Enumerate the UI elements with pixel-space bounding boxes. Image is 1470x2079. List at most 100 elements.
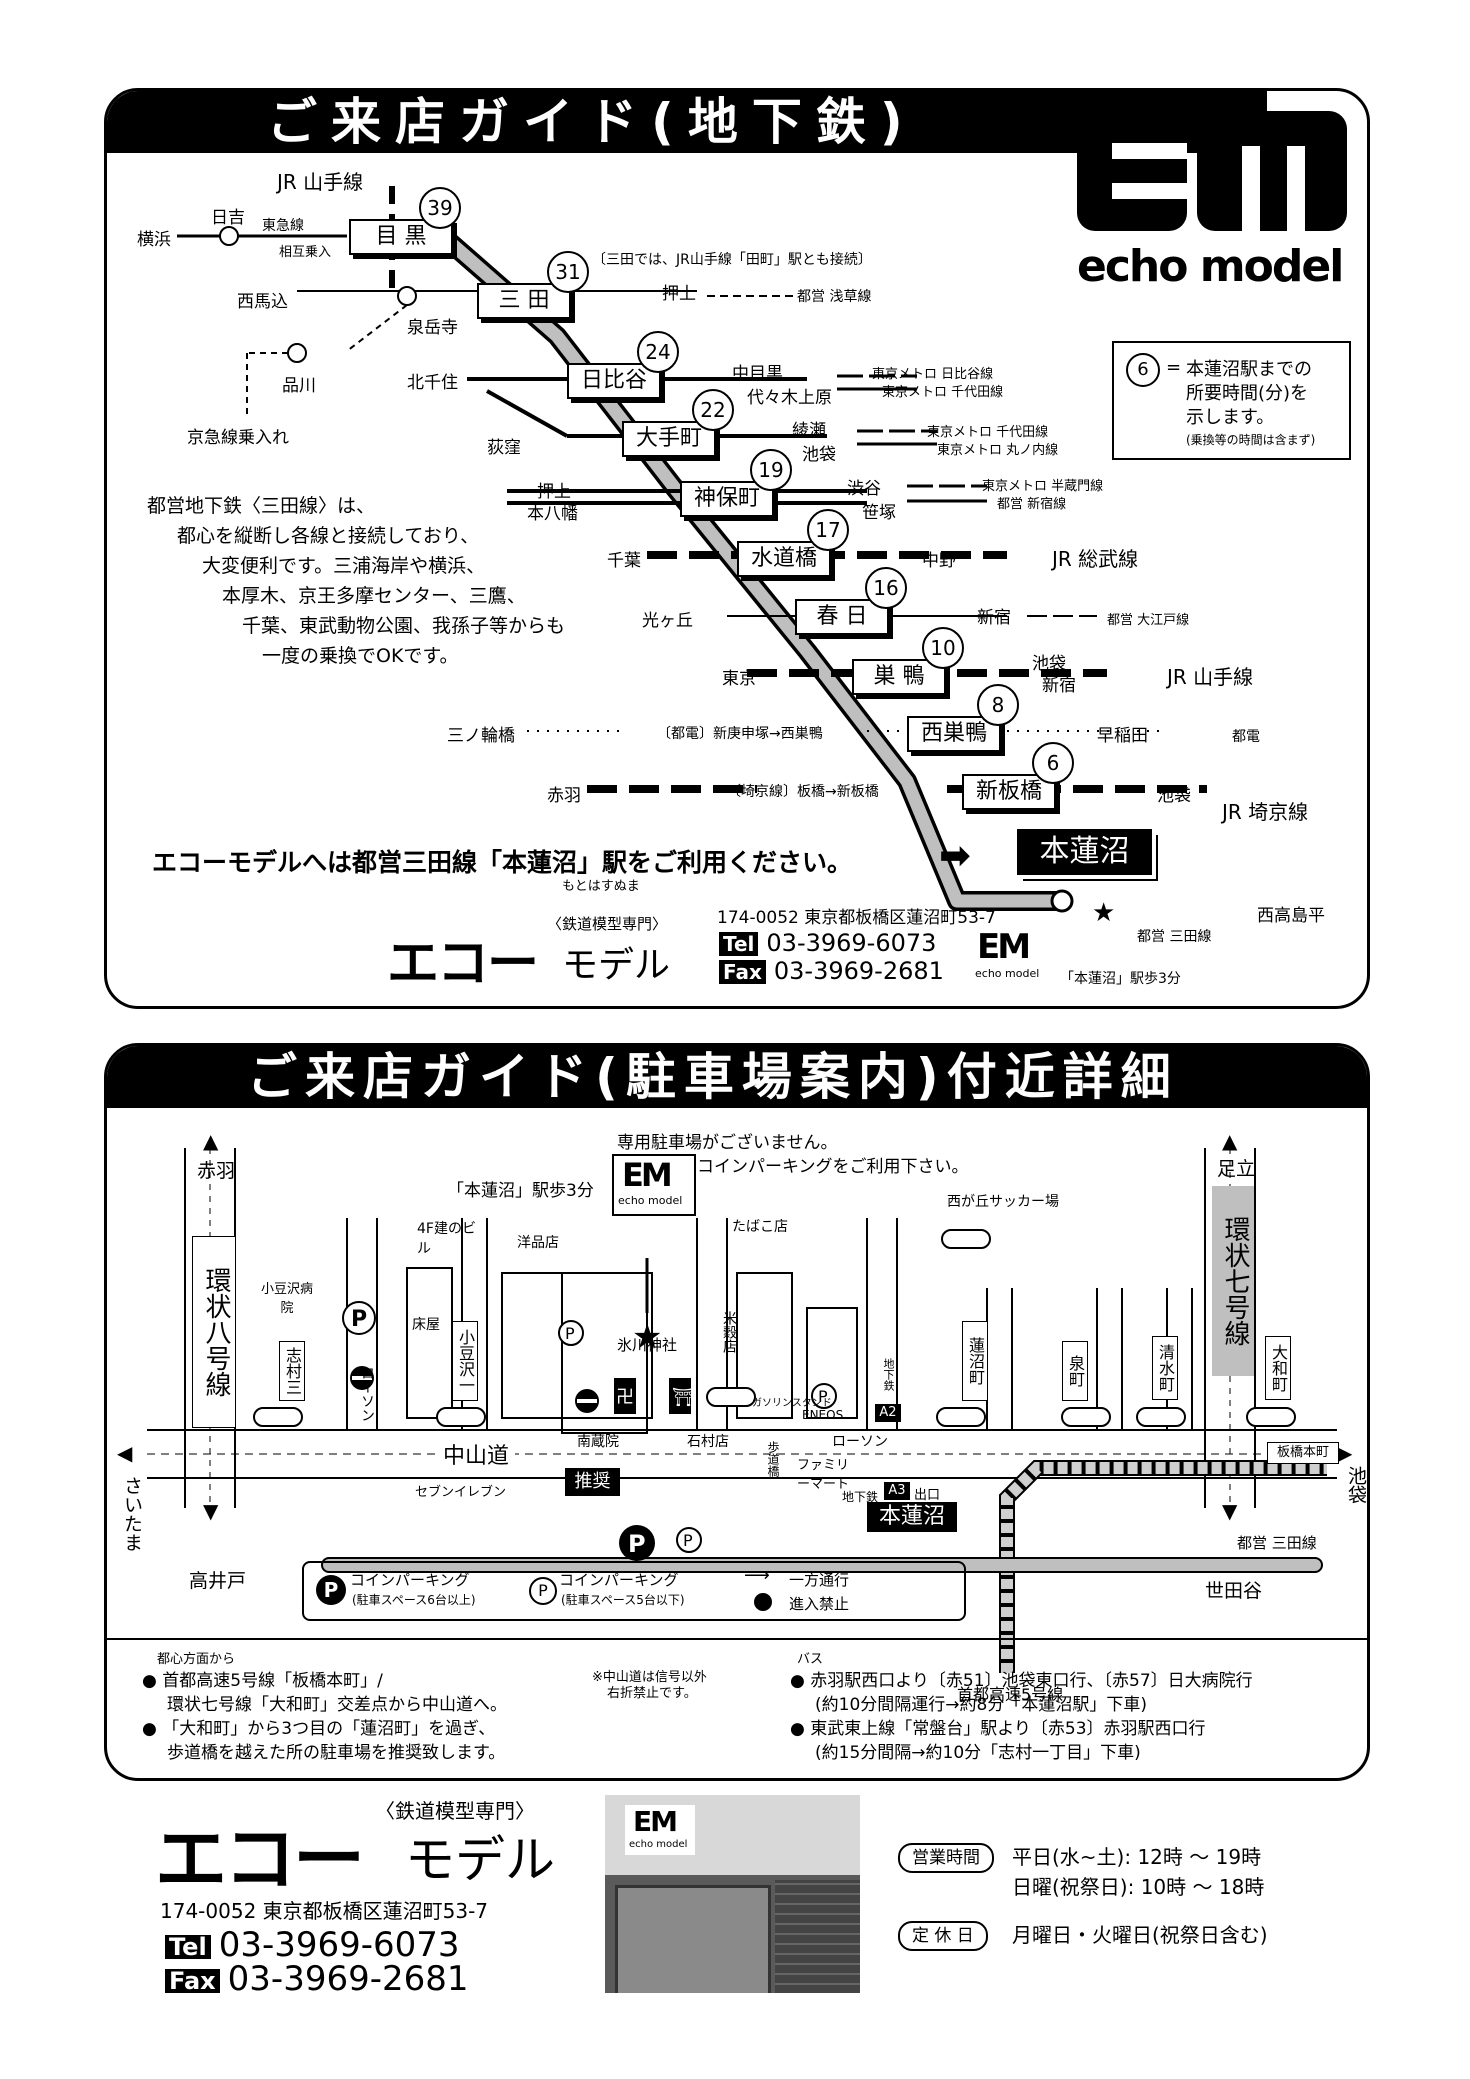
desc-line: 都心を縦断し各線と接続しており、	[177, 525, 480, 547]
legend-coin-big-icon: P	[316, 1575, 346, 1605]
em-logo-sub: echo model	[1077, 241, 1344, 292]
minutes-shinitabashi: 6	[1032, 742, 1074, 784]
hours-label: 営業時間	[898, 1843, 994, 1873]
label-tokyu: 東急線	[262, 218, 304, 234]
label-toden-note: 〔都電〕新庚申塚→西巣鴨	[657, 726, 823, 742]
label-ikebukuro1: 池袋	[802, 445, 836, 465]
minutes-otemachi: 22	[692, 389, 734, 431]
signal-hasunuma: 蓮沼町	[962, 1321, 988, 1401]
shop-sign-em: EM	[633, 1805, 678, 1838]
label-jr-saikyo: JR 埼京線	[1222, 800, 1309, 824]
closed-label: 定 休 日	[898, 1921, 988, 1951]
access-car-4: 歩道橋を越えた所の駐車場を推奨致します。	[167, 1743, 506, 1763]
dir-saitama: さいたま	[121, 1476, 143, 1552]
svg-text:▶: ▶	[1337, 1441, 1353, 1465]
label-jr-yamanote-top: JR 山手線	[277, 170, 364, 194]
guide-text: エコーモデルへは都営三田線「本蓮沼」駅をご利用ください。	[152, 848, 853, 877]
subway-guide-title: ご来店ガイド(地下鉄)	[107, 91, 1267, 153]
label-shinjuku: 新宿	[977, 608, 1011, 628]
signal-izumi: 泉町	[1062, 1341, 1088, 1401]
legend-line3: 示します。	[1186, 407, 1275, 428]
svg-text:◀: ◀	[117, 1441, 133, 1465]
label-toei-asakusa: 都営 浅草線	[797, 289, 872, 305]
recommend-badge: 推奨	[565, 1468, 620, 1496]
guide-ruby: もとはすぬま	[562, 879, 640, 894]
fax-number: 03-3969-2681	[773, 957, 944, 985]
minutes-hibiya: 24	[637, 331, 679, 373]
svg-text:★: ★	[632, 1317, 662, 1357]
place-toei-mita: 都営 三田線	[1237, 1534, 1317, 1552]
label-yoyogiuehara: 代々木上原	[747, 388, 832, 408]
minutes-jimbocho: 19	[750, 449, 792, 491]
svg-text:P: P	[565, 1324, 575, 1343]
place-beikoku: 米穀店	[721, 1311, 737, 1353]
label-toei-oedo: 都営 大江戸線	[1107, 613, 1190, 628]
label-toei-mita: 都営 三田線	[1137, 929, 1212, 945]
place-kozawa: 小豆沢病院	[260, 1282, 313, 1316]
hours-holiday: 日曜(祝祭日): 10時 〜 18時	[1012, 1875, 1265, 1899]
label-hiyoshi: 日吉	[211, 208, 245, 228]
svg-text:P: P	[351, 1307, 367, 1332]
label-minowabashi: 三ノ輪橋	[447, 726, 515, 746]
minutes-nishisugamo: 8	[977, 684, 1019, 726]
minutes-sugamo: 10	[922, 627, 964, 669]
shop-sign-text: echo model	[629, 1839, 688, 1850]
label-toei-shinjuku: 都営 新宿線	[997, 497, 1067, 512]
place-chika-a2: 地下鉄	[882, 1358, 895, 1391]
legend-oneway-icon: ⟶	[744, 1565, 770, 1586]
street-map: ▲ ▲ ◀ ▶ ▼ ▼ ★ P P P P	[117, 1129, 1353, 1673]
label-jr-yamanote: JR 山手線	[1167, 665, 1254, 689]
road-kanpachi: 環状八号線	[192, 1236, 236, 1428]
coin-parking-notice: コインパーキングをご利用下さい。	[697, 1157, 969, 1177]
place-gas: ガソリンスタンド	[752, 1398, 832, 1409]
desc-line: 都営地下鉄〈三田線〉は、	[147, 495, 376, 517]
place-chika-a3: 地下鉄	[842, 1490, 879, 1504]
signal-shimura3: 志村三	[279, 1341, 305, 1401]
label-tokyu-sub: 相互乗入	[279, 245, 332, 260]
label-saikyo-note: 〔埼京線〕板橋→新板橋	[727, 784, 879, 800]
dir-akabane: 赤羽	[197, 1160, 236, 1182]
bus-2: (約10分間隔運行→約8分「本蓮沼駅」下車)	[815, 1695, 1147, 1715]
legend-noentry-icon	[754, 1593, 772, 1611]
label-nishimagome: 西馬込	[237, 292, 288, 312]
place-lawson2: ローソン	[832, 1434, 888, 1450]
label-ogikubo: 荻窪	[487, 438, 521, 458]
walk-time: 「本蓮沼」駅歩3分	[1060, 971, 1181, 987]
place-yonkai: 4F建のビル	[417, 1221, 476, 1257]
svg-text:P: P	[628, 1530, 646, 1558]
bus-1: ● 赤羽駅西口より〔赤51〕池袋東口行、〔赤57〕日大病院行	[790, 1671, 1253, 1691]
place-yohin: 洋品店	[517, 1235, 559, 1251]
label-waseda: 早稲田	[1097, 726, 1148, 746]
em-mini-text: EM	[977, 927, 1031, 967]
store-address: 174-0052 東京都板橋区蓮沼町53-7	[717, 908, 996, 928]
dir-adachi: 足立	[1217, 1158, 1256, 1180]
label-nakano: 中野	[922, 551, 956, 571]
label-ikebukuro3: 池袋	[1157, 786, 1191, 806]
label-shinjuku2: 新宿	[1042, 676, 1076, 696]
access-car-3: ● 「大和町」から3つ目の「蓮沼町」を過ぎ、	[142, 1719, 496, 1739]
legend-coin-small: コインパーキング	[559, 1571, 679, 1589]
legend-coin-small-sub: (駐車スペース5台以下)	[561, 1593, 685, 1607]
store-logo-sub: 〈鉄道模型専門〉	[547, 915, 668, 933]
legend-eq: =	[1166, 357, 1182, 378]
legend-coin-big: コインパーキング	[350, 1571, 470, 1589]
minutes-legend: 6 = 本蓮沼駅までの 所要時間(分)を 示します。 (乗換等の時間は含まず)	[1112, 341, 1351, 460]
fax-label: Fax	[719, 960, 766, 984]
place-hodokyo: 歩道橋	[766, 1441, 780, 1477]
place-hikawa: 氷川神社	[617, 1336, 678, 1354]
footer-tel-label: Tel	[165, 1934, 211, 1959]
bus-4: (約15分間隔→約10分「志村一丁目」下車)	[815, 1743, 1141, 1763]
signal-azusawa1: 小豆沢一	[452, 1321, 478, 1401]
label-akabane: 赤羽	[547, 786, 581, 806]
place-family: ファミリーマート	[797, 1458, 850, 1492]
access-car-head: 都心方面から	[157, 1652, 236, 1667]
label-tokyo: 東京	[722, 669, 756, 689]
footer: 〈鉄道模型専門〉 エコー モデル 174-0052 東京都板橋区蓮沼町53-7 …	[150, 1795, 1350, 1999]
label-ayase: 綾瀬	[792, 421, 826, 441]
closed-days: 月曜日・火曜日(祝祭日含む)	[1012, 1923, 1268, 1947]
label-metro-hibiya: 東京メトロ 日比谷線	[872, 367, 994, 382]
access-car-1: ● 首都高速5号線「板橋本町」/	[142, 1671, 383, 1691]
label-sengakuji: 泉岳寺	[407, 318, 458, 338]
